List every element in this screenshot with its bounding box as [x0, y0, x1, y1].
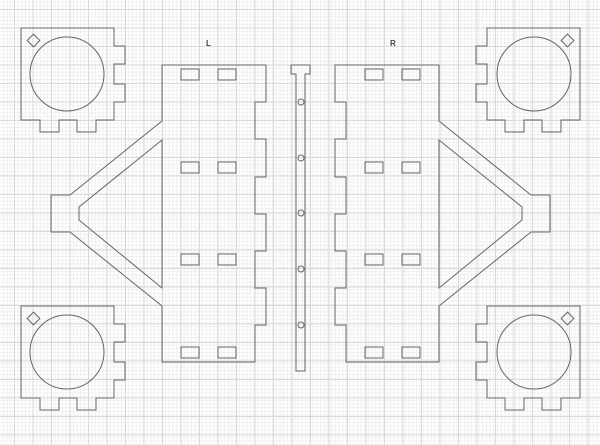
label-right: R: [390, 39, 396, 48]
strip-hole: [297, 209, 305, 217]
center-strip: [290, 64, 311, 372]
strip-hole: [297, 98, 305, 106]
strip-hole: [297, 265, 305, 273]
side-panel-right: [334, 64, 551, 363]
strip-hole: [297, 154, 305, 162]
strip-hole: [297, 321, 305, 329]
label-left: L: [206, 39, 211, 48]
corner-piece-top-left: [20, 27, 126, 133]
corner-piece-bottom-right: [475, 305, 581, 411]
corner-piece-bottom-left: [20, 305, 126, 411]
corner-piece-top-right: [475, 27, 581, 133]
side-panel-left: [50, 64, 267, 363]
